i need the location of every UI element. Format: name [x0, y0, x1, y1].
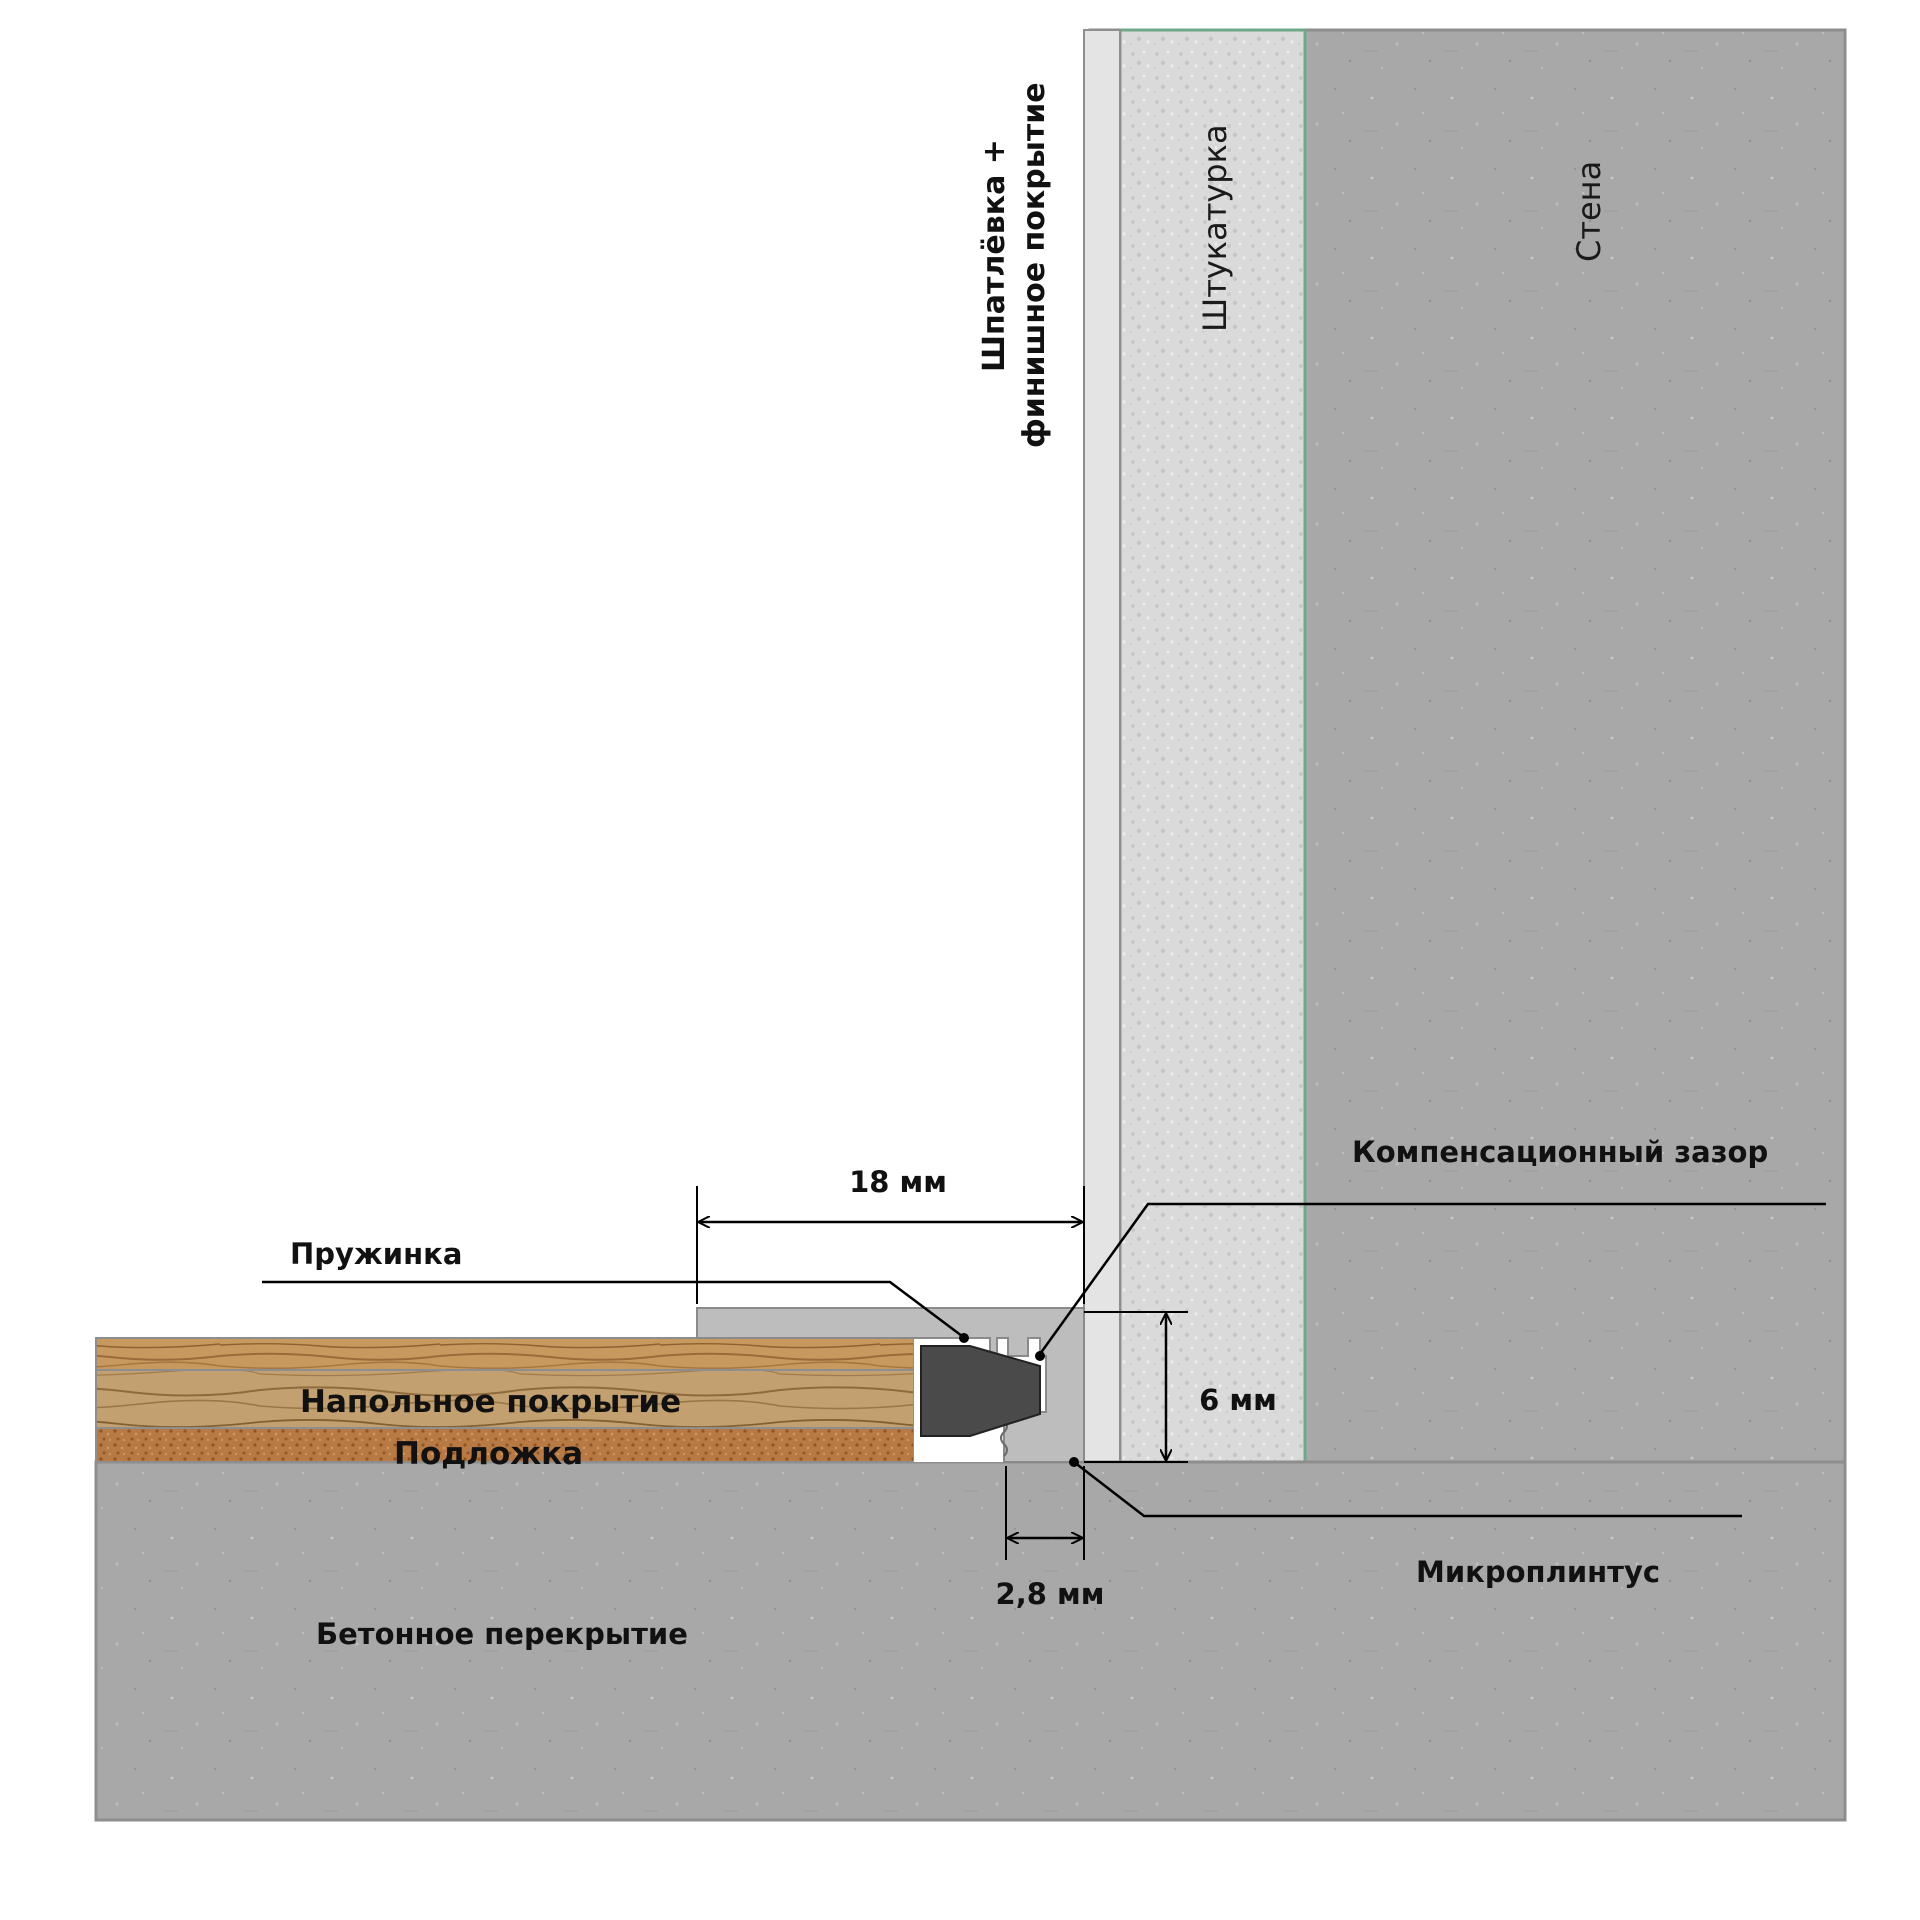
floor-board-top	[95, 1337, 915, 1371]
label-slab: Бетонное перекрытие	[316, 1617, 688, 1651]
dim-2-8-label: 2,8 мм	[996, 1577, 1105, 1611]
dim-18-label: 18 мм	[849, 1165, 947, 1199]
leader-microplinth-dot	[1069, 1457, 1079, 1467]
plaster-layer	[1120, 30, 1305, 1462]
label-putty-line1: Шпатлёвка +	[977, 139, 1012, 372]
label-plaster: Штукатурка	[1196, 124, 1234, 332]
label-microplinth: Микроплинтус	[1416, 1555, 1660, 1589]
label-underlay: Подложка	[394, 1436, 583, 1472]
label-wall: Стена	[1570, 161, 1608, 262]
putty-layer	[1083, 29, 1121, 1463]
leader-spring-dot	[959, 1333, 969, 1343]
label-putty-line2: финишное покрытие	[1017, 82, 1052, 448]
profile-serration	[1000, 1419, 1008, 1457]
label-spring: Пружинка	[290, 1237, 462, 1271]
spring-wedge	[920, 1345, 1041, 1437]
leader-spring	[262, 1280, 963, 1337]
leader-gap	[1038, 1202, 1826, 1355]
label-gap: Компенсационный зазор	[1352, 1135, 1768, 1169]
label-floor-covering: Напольное покрытие	[300, 1384, 681, 1420]
leader-gap-dot	[1035, 1351, 1045, 1361]
concrete-slab	[94, 1460, 1847, 1822]
leader-microplinth	[1073, 1461, 1742, 1518]
underlay-cork	[95, 1427, 915, 1463]
dim-6-label: 6 мм	[1199, 1383, 1277, 1417]
